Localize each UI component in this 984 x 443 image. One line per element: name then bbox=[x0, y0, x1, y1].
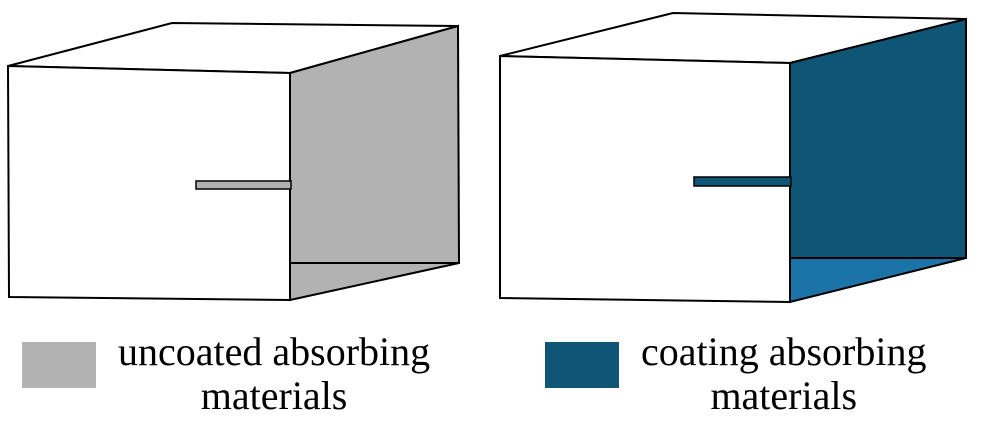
coating-color-swatch bbox=[545, 342, 619, 388]
coating-box bbox=[499, 11, 967, 304]
coating-legend-label: coating absorbing materials bbox=[641, 330, 927, 418]
coating-box-front-face bbox=[499, 54, 791, 304]
legend-coating: coating absorbing materials bbox=[545, 330, 927, 418]
coating-legend-line2: materials bbox=[710, 373, 858, 418]
uncoated-feed-probe bbox=[195, 180, 292, 190]
uncoated-legend-label: uncoated absorbing materials bbox=[118, 330, 430, 418]
coating-feed-probe bbox=[693, 176, 792, 187]
uncoated-legend-line1: uncoated absorbing bbox=[118, 329, 431, 374]
coating-box-floor bbox=[789, 257, 967, 304]
uncoated-box-floor bbox=[289, 262, 460, 302]
legend-uncoated: uncoated absorbing materials bbox=[22, 330, 430, 418]
uncoated-color-swatch bbox=[22, 342, 96, 388]
coating-legend-line1: coating absorbing bbox=[641, 329, 927, 374]
uncoated-box-front-face bbox=[6, 64, 291, 302]
uncoated-legend-line2: materials bbox=[200, 373, 348, 418]
uncoated-box bbox=[6, 21, 461, 302]
